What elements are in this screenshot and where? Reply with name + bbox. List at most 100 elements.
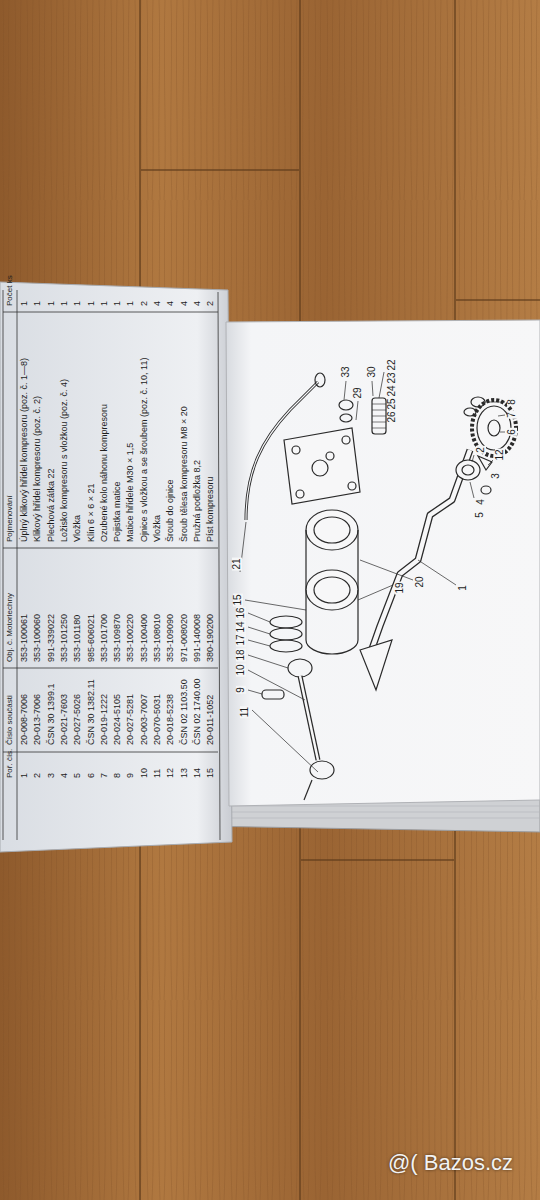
table-cell: 20-024-5105: [113, 694, 122, 745]
table-cell: 1: [20, 301, 29, 306]
table-cell: 20-011-1052: [206, 695, 215, 745]
table-cell: 4: [166, 301, 175, 306]
table-cell: 353-100220: [126, 614, 135, 662]
table-cell: 9: [126, 773, 135, 778]
table-cell: Ložisko kompresoru s vložkou (poz. č. 4): [60, 379, 69, 542]
table-cell: 1: [73, 301, 82, 306]
table-cell: 353-101700: [100, 614, 109, 662]
table-cell: Ozubené kolo náhonu kompresoru: [100, 404, 109, 542]
table-cell: 991-339022: [47, 614, 56, 662]
callout-number: 18: [236, 648, 246, 661]
table-cell: 20-013-7006: [33, 694, 42, 745]
table-cell: 12: [166, 768, 175, 778]
table-cell: 4: [153, 301, 162, 306]
leader-lines: [240, 372, 505, 772]
table-cell: 1: [87, 301, 96, 306]
table-cell: ČSN 02 1740.00: [193, 678, 202, 745]
table-cell: 4: [193, 301, 202, 306]
table-cell: 353-101180: [73, 615, 82, 662]
table-cell: 20-070-5031: [153, 694, 162, 745]
callout-number: 10: [236, 663, 246, 676]
table-cell: 2: [33, 773, 42, 778]
table-cell: 5: [73, 773, 82, 778]
table-cell: 13: [180, 768, 189, 778]
table-cell: 991-140008: [193, 614, 202, 662]
table-cell: 1: [100, 301, 109, 306]
table-cell: ČSN 30 1382.11: [87, 679, 96, 745]
booklet: [0, 282, 540, 852]
callout-number: 21: [232, 557, 242, 570]
callout-number: 11: [240, 706, 250, 718]
callout-number: 23: [387, 371, 397, 384]
callout-number: 12: [495, 448, 505, 461]
table-cell: 2: [140, 301, 149, 306]
table-cell: ČSN 30 1399.1: [47, 683, 56, 745]
table-cell: 6: [87, 773, 96, 778]
table-cell: Šroub tělesa kompresoru M8 × 20: [180, 406, 189, 542]
table-cell: Vložka: [153, 515, 162, 542]
table-cell: 353-108010: [153, 614, 162, 662]
callout-number: 26: [387, 410, 397, 423]
callout-number: 5: [475, 511, 485, 519]
table-cell: 20-008-7006: [20, 694, 29, 745]
table-header: Poř. čís.: [6, 749, 14, 778]
table-cell: 353-100060: [33, 614, 42, 662]
table-cell: 2: [206, 301, 215, 306]
table-cell: Ojnice s vložkou a se šroubem (poz. č. 1…: [140, 358, 149, 542]
callout-number: 2: [476, 446, 486, 454]
table-cell: ČSN 02 1103.50: [180, 679, 189, 745]
table-cell: 20-019-1222: [100, 694, 109, 745]
callout-number: 6: [507, 428, 517, 436]
watermark: @( Bazos.cz: [388, 1152, 513, 1174]
callout-number: 15: [233, 593, 243, 606]
table-header: Obj. č. Motorlechny: [6, 593, 14, 662]
callout-number: 25: [387, 397, 397, 410]
callout-number: 30: [367, 365, 377, 378]
table-cell: Píst kompresoru: [206, 476, 215, 542]
table-cell: Úplný klikový hřídel kompresoru (poz. č.…: [20, 358, 29, 542]
table-cell: 20-021-7603: [60, 694, 69, 745]
callout-number: 20: [415, 575, 425, 588]
table-cell: 1: [126, 301, 135, 306]
table-cell: 353-101250: [60, 614, 69, 662]
table-rules: [3, 290, 220, 840]
table-cell: 1: [20, 773, 29, 778]
table-header: Počet ks: [6, 275, 14, 306]
table-cell: Pružná podložka 8,2: [193, 460, 202, 542]
callout-number: 7: [507, 411, 517, 419]
callout-number: 24: [387, 384, 397, 397]
table-cell: Klikový hřídel kompresoru (poz. č. 2): [33, 396, 42, 542]
callout-number: 16: [236, 606, 246, 619]
table-cell: 1: [60, 301, 69, 306]
table-cell: Šroub do ojnice: [166, 479, 175, 542]
table-cell: 20-027-5281: [126, 694, 135, 745]
table-cell: Matice hřídele M30 × 1,5: [126, 443, 135, 542]
table-cell: 1: [47, 301, 56, 306]
table-cell: 20-003-7007: [140, 694, 149, 745]
table-cell: Klín 6 × 6 × 21: [87, 483, 96, 542]
table-cell: 1: [113, 301, 122, 306]
table-cell: 353-100061: [20, 614, 29, 662]
table-cell: 15: [206, 768, 215, 778]
table-cell: 14: [193, 768, 202, 778]
table-cell: Plechová zátka 22: [47, 468, 56, 542]
table-header: Pojmenování: [6, 495, 14, 542]
callout-number: 3: [491, 472, 501, 480]
callout-number: 19: [395, 581, 405, 594]
table-cell: 4: [60, 773, 69, 778]
table-cell: 11: [153, 769, 162, 778]
table-cell: 353-100400: [140, 614, 149, 662]
table-cell: Vložka: [73, 515, 82, 542]
table-cell: 8: [113, 773, 122, 778]
table-header: Číslo součásti: [6, 695, 14, 745]
callout-number: 14: [236, 620, 246, 633]
callout-number: 33: [341, 365, 351, 378]
table-cell: 353-109090: [166, 614, 175, 662]
callout-number: 8: [507, 398, 517, 406]
table-cell: 20-018-5238: [166, 694, 175, 745]
callout-number: 17: [236, 633, 246, 646]
table-cell: 4: [180, 301, 189, 306]
table-cell: 1: [33, 301, 42, 306]
